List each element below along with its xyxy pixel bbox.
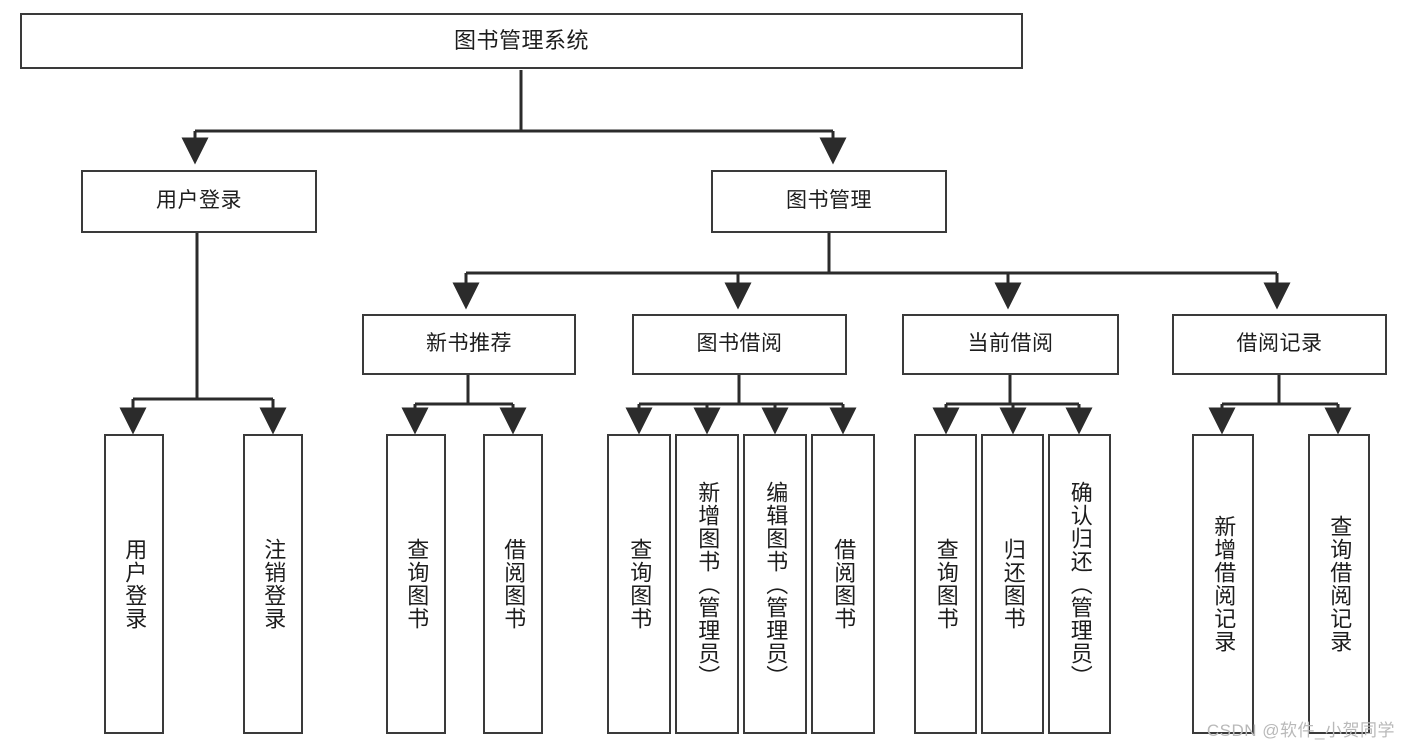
node-book-borrow[interactable]: 图书借阅	[632, 314, 847, 375]
node-label: 查询图书	[404, 538, 430, 630]
node-label: 用户登录	[156, 189, 242, 213]
leaf-current-confirm-return-admin[interactable]: 确认归还（管理员）	[1048, 434, 1111, 734]
csdn-watermark: CSDN @软件_小贺同学	[1206, 721, 1395, 740]
node-label: 用户登录	[122, 538, 148, 630]
node-borrow-record[interactable]: 借阅记录	[1172, 314, 1387, 375]
leaf-borrow-edit-book-admin[interactable]: 编辑图书（管理员）	[743, 434, 807, 734]
leaf-record-query-record[interactable]: 查询借阅记录	[1308, 434, 1370, 734]
node-label: 图书管理	[786, 189, 872, 213]
leaf-record-add-record[interactable]: 新增借阅记录	[1192, 434, 1254, 734]
node-label: 新书推荐	[426, 332, 512, 356]
node-label: 新增图书（管理员）	[695, 480, 721, 688]
node-label: 编辑图书（管理员）	[763, 480, 789, 688]
node-label: 归还图书	[1000, 538, 1026, 630]
node-label: 借阅图书	[831, 538, 857, 630]
node-root-system[interactable]: 图书管理系统	[20, 13, 1023, 69]
node-label: 借阅记录	[1236, 332, 1323, 356]
node-label: 确认归还（管理员）	[1067, 480, 1093, 688]
leaf-current-return-book[interactable]: 归还图书	[981, 434, 1044, 734]
node-current-borrow[interactable]: 当前借阅	[902, 314, 1119, 375]
node-label: 借阅图书	[501, 538, 527, 630]
node-label: 查询图书	[933, 538, 959, 630]
node-user-login[interactable]: 用户登录	[81, 170, 317, 233]
node-label: 查询图书	[627, 538, 653, 630]
leaf-user-login-login[interactable]: 用户登录	[104, 434, 164, 734]
node-new-book-recommend[interactable]: 新书推荐	[362, 314, 576, 375]
leaf-borrow-query-book[interactable]: 查询图书	[607, 434, 671, 734]
node-label: 图书管理系统	[453, 28, 589, 54]
node-label: 新增借阅记录	[1211, 515, 1237, 653]
leaf-current-query-book[interactable]: 查询图书	[914, 434, 977, 734]
leaf-user-login-logout[interactable]: 注销登录	[243, 434, 303, 734]
node-book-management[interactable]: 图书管理	[711, 170, 947, 233]
leaf-borrow-add-book-admin[interactable]: 新增图书（管理员）	[675, 434, 739, 734]
leaf-recommend-borrow-book[interactable]: 借阅图书	[483, 434, 543, 734]
node-label: 注销登录	[261, 538, 287, 630]
node-label: 图书借阅	[696, 332, 783, 356]
node-label: 当前借阅	[967, 332, 1054, 356]
node-label: 查询借阅记录	[1327, 515, 1353, 653]
leaf-borrow-borrow-book[interactable]: 借阅图书	[811, 434, 875, 734]
leaf-recommend-query-book[interactable]: 查询图书	[386, 434, 446, 734]
